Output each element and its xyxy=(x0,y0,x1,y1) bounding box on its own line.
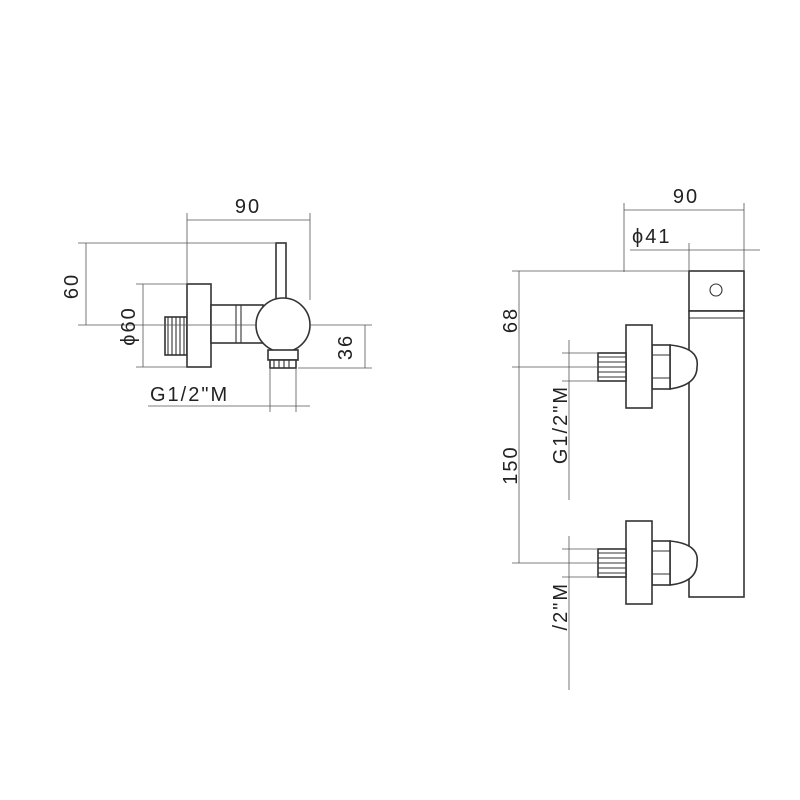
left-valve-sphere xyxy=(255,297,311,353)
dim-left-height: 60 xyxy=(61,242,276,326)
right-main-body xyxy=(688,310,745,598)
left-wall-flange xyxy=(186,283,212,368)
dim-right-diameter: ϕ41 xyxy=(630,226,760,271)
dim-left-outlet-label: 36 xyxy=(335,334,357,360)
dim-right-thread-lower: /2"M xyxy=(550,536,598,690)
dim-left-outlet: 36 xyxy=(298,324,372,369)
right-lower-inlet xyxy=(597,520,699,605)
right-upper-inlet xyxy=(597,324,699,409)
dim-right-thread-lower-label: /2"M xyxy=(550,582,572,630)
dim-right-width: 90 xyxy=(623,186,745,272)
dim-left-width-label: 90 xyxy=(235,196,261,218)
left-view: 90 60 ϕ60 36 G1/2"M xyxy=(61,196,372,412)
dim-right-spacing: 150 xyxy=(500,367,598,564)
left-outlet xyxy=(267,349,299,369)
dim-left-height-label: 60 xyxy=(61,273,83,299)
dim-right-diameter-label: ϕ41 xyxy=(632,226,671,248)
dim-left-diameter: ϕ60 xyxy=(118,283,187,368)
dim-left-diameter-label: ϕ60 xyxy=(118,306,140,345)
dim-right-thread-upper-label: G1/2"M xyxy=(550,385,572,464)
dim-left-thread-label: G1/2"M xyxy=(150,384,229,406)
left-body xyxy=(210,304,264,344)
dim-left-width: 90 xyxy=(186,196,311,300)
dim-right-top: 68 xyxy=(500,270,689,368)
right-top-knob xyxy=(688,270,745,312)
dim-right-top-label: 68 xyxy=(500,307,522,333)
dim-right-thread-upper: G1/2"M xyxy=(550,340,598,500)
left-inlet-thread xyxy=(164,316,188,356)
right-view: 90 ϕ41 68 150 G1/2"M xyxy=(500,186,760,690)
dim-right-spacing-label: 150 xyxy=(500,445,522,484)
left-lever xyxy=(275,242,287,304)
dim-right-width-label: 90 xyxy=(673,186,699,208)
dim-left-thread: G1/2"M xyxy=(148,368,310,412)
